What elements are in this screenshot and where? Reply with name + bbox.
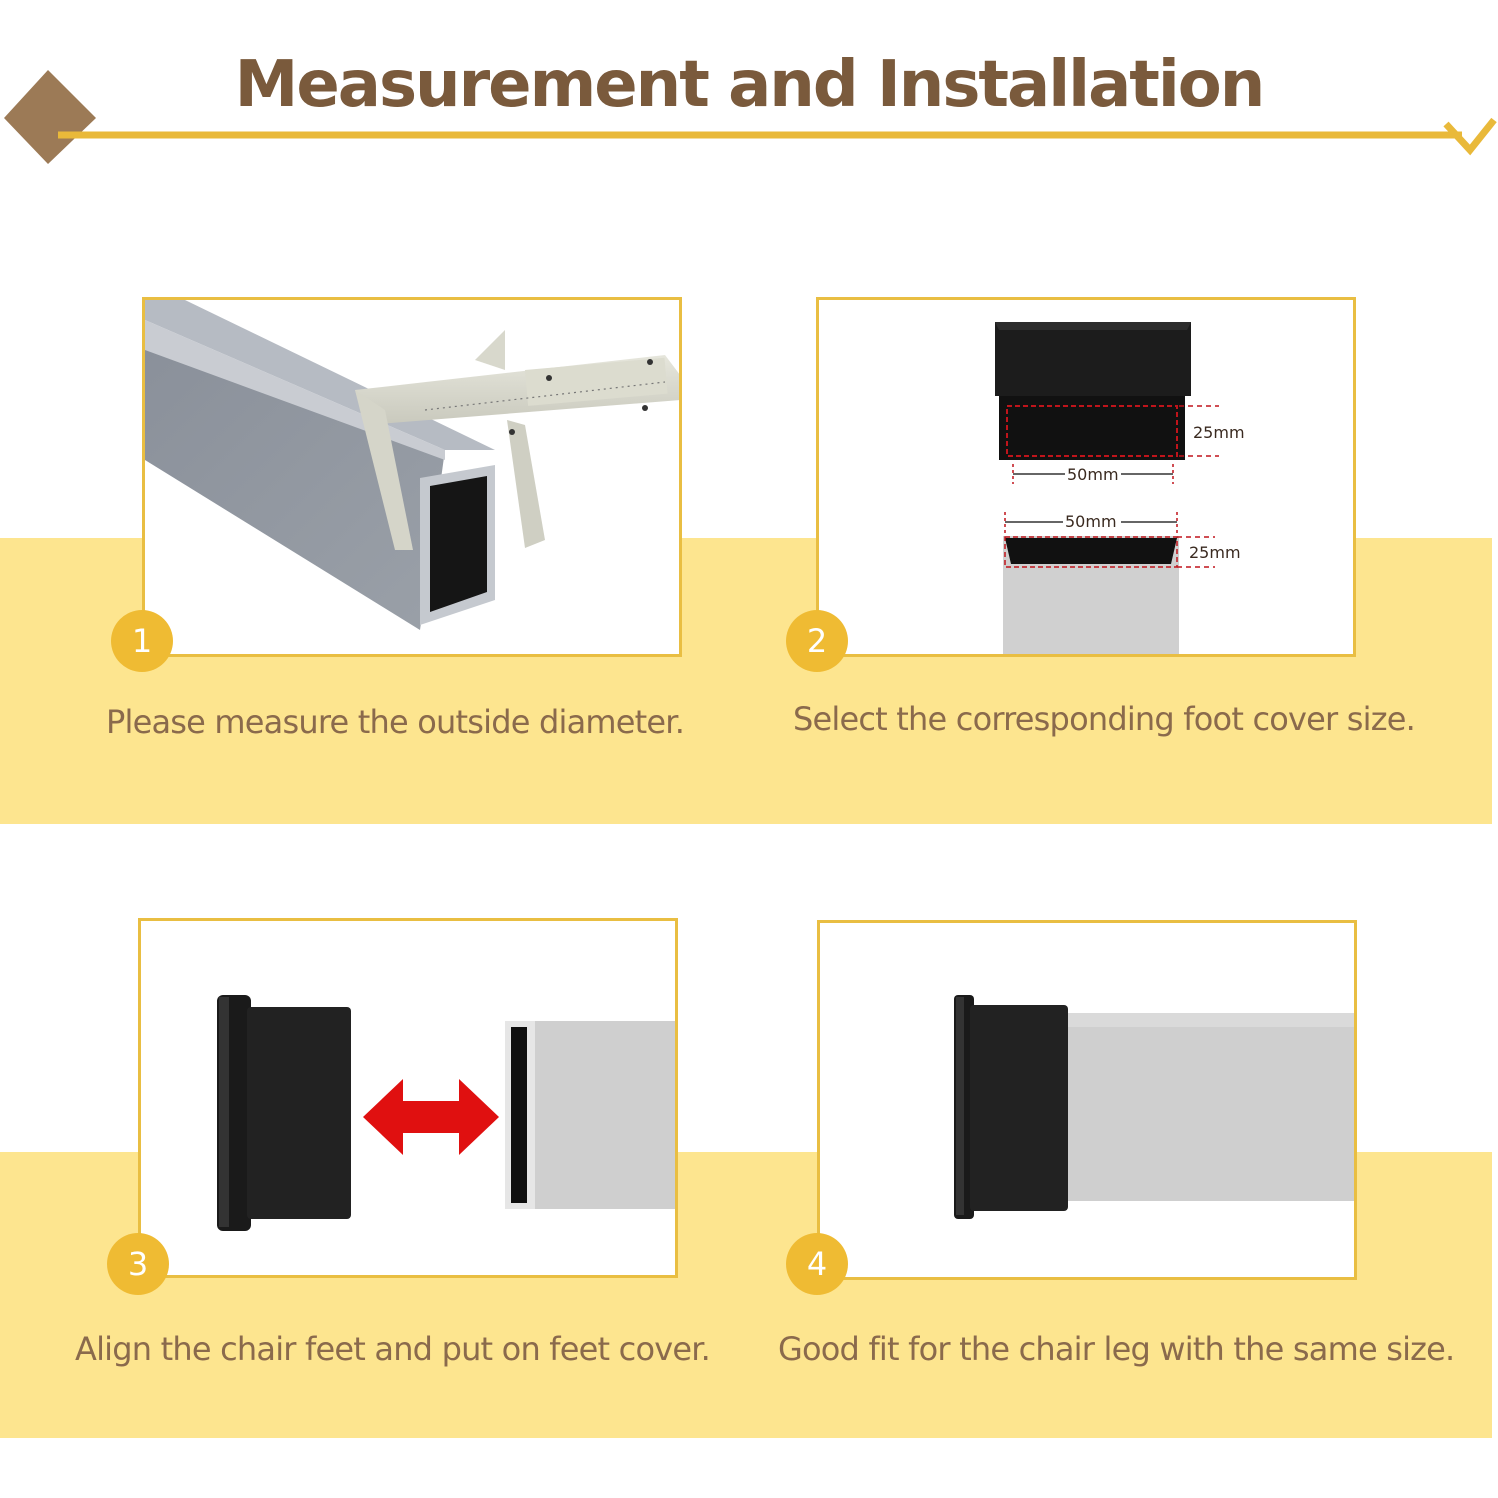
step-3-caption: Align the chair feet and put on feet cov… [75,1330,711,1368]
tube-width-label: 50mm [1065,512,1117,531]
step-4-panel [817,920,1357,1280]
foot-cover-size-image: 25mm 50mm 50mm 25mm [819,300,1353,654]
step-1-panel [142,297,682,657]
step-2-panel: 25mm 50mm 50mm 25mm [816,297,1356,657]
fitted-chair-leg-image [820,923,1354,1277]
cap-height-label: 25mm [1193,423,1245,442]
step-4-badge: 4 [786,1233,848,1295]
diamond-icon [4,70,96,164]
step-4-caption: Good fit for the chair leg with the same… [778,1330,1455,1368]
cap-width-label: 50mm [1067,465,1119,484]
caliper-measuring-tube-image [145,300,679,654]
step-3-panel [138,918,678,1278]
double-arrow-icon [363,1079,499,1155]
chevron-down-icon [1443,117,1497,156]
tube-height-label: 25mm [1189,543,1241,562]
step-2-badge: 2 [786,610,848,672]
step-2-caption: Select the corresponding foot cover size… [793,700,1416,738]
page-title: Measurement and Installation [234,48,1266,122]
step-3-badge: 3 [107,1233,169,1295]
header-decoration [4,70,1497,164]
step-1-badge: 1 [111,610,173,672]
align-feet-cover-image [141,921,675,1275]
step-1-caption: Please measure the outside diameter. [106,703,685,741]
